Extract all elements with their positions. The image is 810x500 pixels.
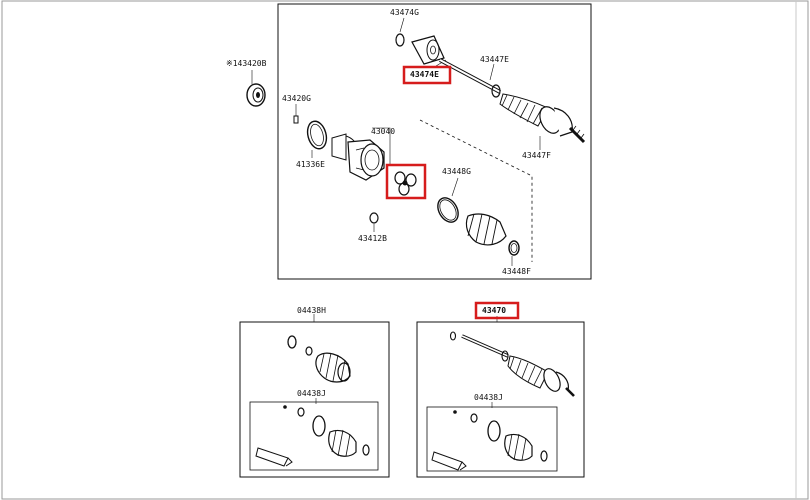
clamp-43448F-part: [508, 240, 520, 266]
snap-ring-41336E-part: [306, 120, 328, 158]
outboard-shaft-assembly: [439, 58, 586, 144]
ring-43474G-part: [395, 17, 405, 47]
label-43420G: 43420G: [282, 94, 311, 103]
kit-43470-box: [416, 316, 585, 478]
label-43470: 43470: [482, 306, 506, 315]
label-43474E-highlight: [402, 65, 452, 85]
label-43412B: 43412B: [358, 234, 387, 243]
label-43474E: 43474E: [410, 70, 439, 79]
label-43447E: 43447E: [480, 55, 509, 64]
label-43447F: 43447F: [522, 151, 551, 160]
label-43420B: ※143420B: [226, 59, 267, 68]
main-assembly-box: [277, 3, 592, 280]
tripod-joint-part: [394, 171, 417, 196]
label-04438J-left: 04438J: [297, 389, 326, 398]
label-43448F: 43448F: [502, 267, 531, 276]
clamp-43448G-part: [437, 177, 459, 223]
label-04438J-right: 04438J: [474, 393, 503, 402]
label-43040: 43040: [371, 127, 395, 136]
kit-04438H-box: [239, 314, 390, 478]
clip-43420G-part: [293, 104, 299, 124]
inner-boot-part: [465, 213, 507, 246]
label-41336E: 41336E: [296, 160, 325, 169]
seal-43420B-part: [246, 70, 266, 107]
label-43470-highlight: [474, 301, 520, 320]
clip-43412B-part: [369, 212, 379, 232]
inner-joint-housing-43040-part: [331, 127, 391, 181]
label-43474G: 43474G: [390, 8, 419, 17]
label-43448G: 43448G: [442, 167, 471, 176]
tripod-joint-highlight: [385, 163, 427, 200]
label-04438H: 04438H: [297, 306, 326, 315]
damper-43474E-part: [411, 35, 445, 65]
